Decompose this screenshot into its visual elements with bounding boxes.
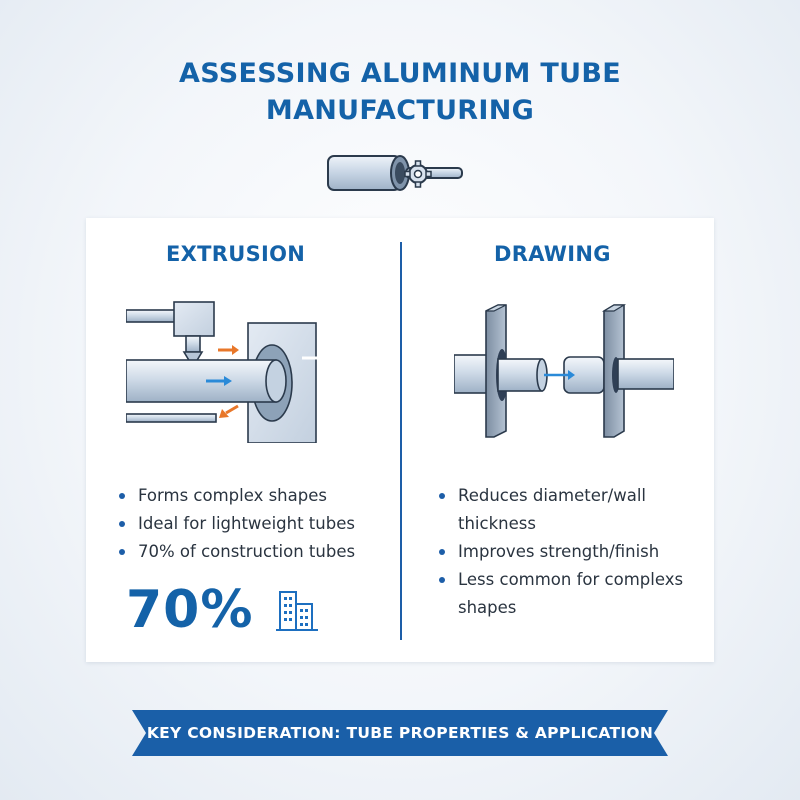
list-item: Reduces diameter/wall thickness: [436, 482, 686, 538]
comparison-panel: EXTRUSION DRAWING: [86, 218, 714, 662]
key-consideration-banner: KEY CONSIDERATION: TUBE PROPERTIES & APP…: [132, 710, 668, 756]
tube-gear-icon: [327, 155, 463, 191]
drawing-illustration: [454, 304, 674, 438]
list-item: Ideal for lightweight tubes: [116, 510, 386, 538]
title-line-1: ASSESSING ALUMINUM TUBE: [179, 58, 621, 89]
extrusion-illustration: [126, 301, 322, 443]
page-title: ASSESSING ALUMINUM TUBE MANUFACTURING: [0, 55, 800, 129]
list-item: Improves strength/finish: [436, 538, 686, 566]
extrusion-heading: EXTRUSION: [166, 242, 306, 266]
list-item: Less common for complexs shapes: [436, 566, 686, 622]
list-item: 70% of construction tubes: [116, 538, 386, 566]
banner-ribbon: [132, 710, 668, 756]
building-icon: [276, 591, 318, 631]
flow-arrows: [206, 345, 239, 418]
list-item: Forms complex shapes: [116, 482, 386, 510]
construction-share-stat: 70%: [126, 580, 254, 640]
drawing-bullet-list: Reduces diameter/wall thickness Improves…: [436, 482, 686, 622]
drawing-heading: DRAWING: [494, 242, 611, 266]
column-divider: [400, 242, 402, 640]
title-line-2: MANUFACTURING: [265, 95, 535, 126]
extrusion-bullet-list: Forms complex shapes Ideal for lightweig…: [116, 482, 386, 566]
banner-text: KEY CONSIDERATION: TUBE PROPERTIES & APP…: [146, 724, 654, 742]
